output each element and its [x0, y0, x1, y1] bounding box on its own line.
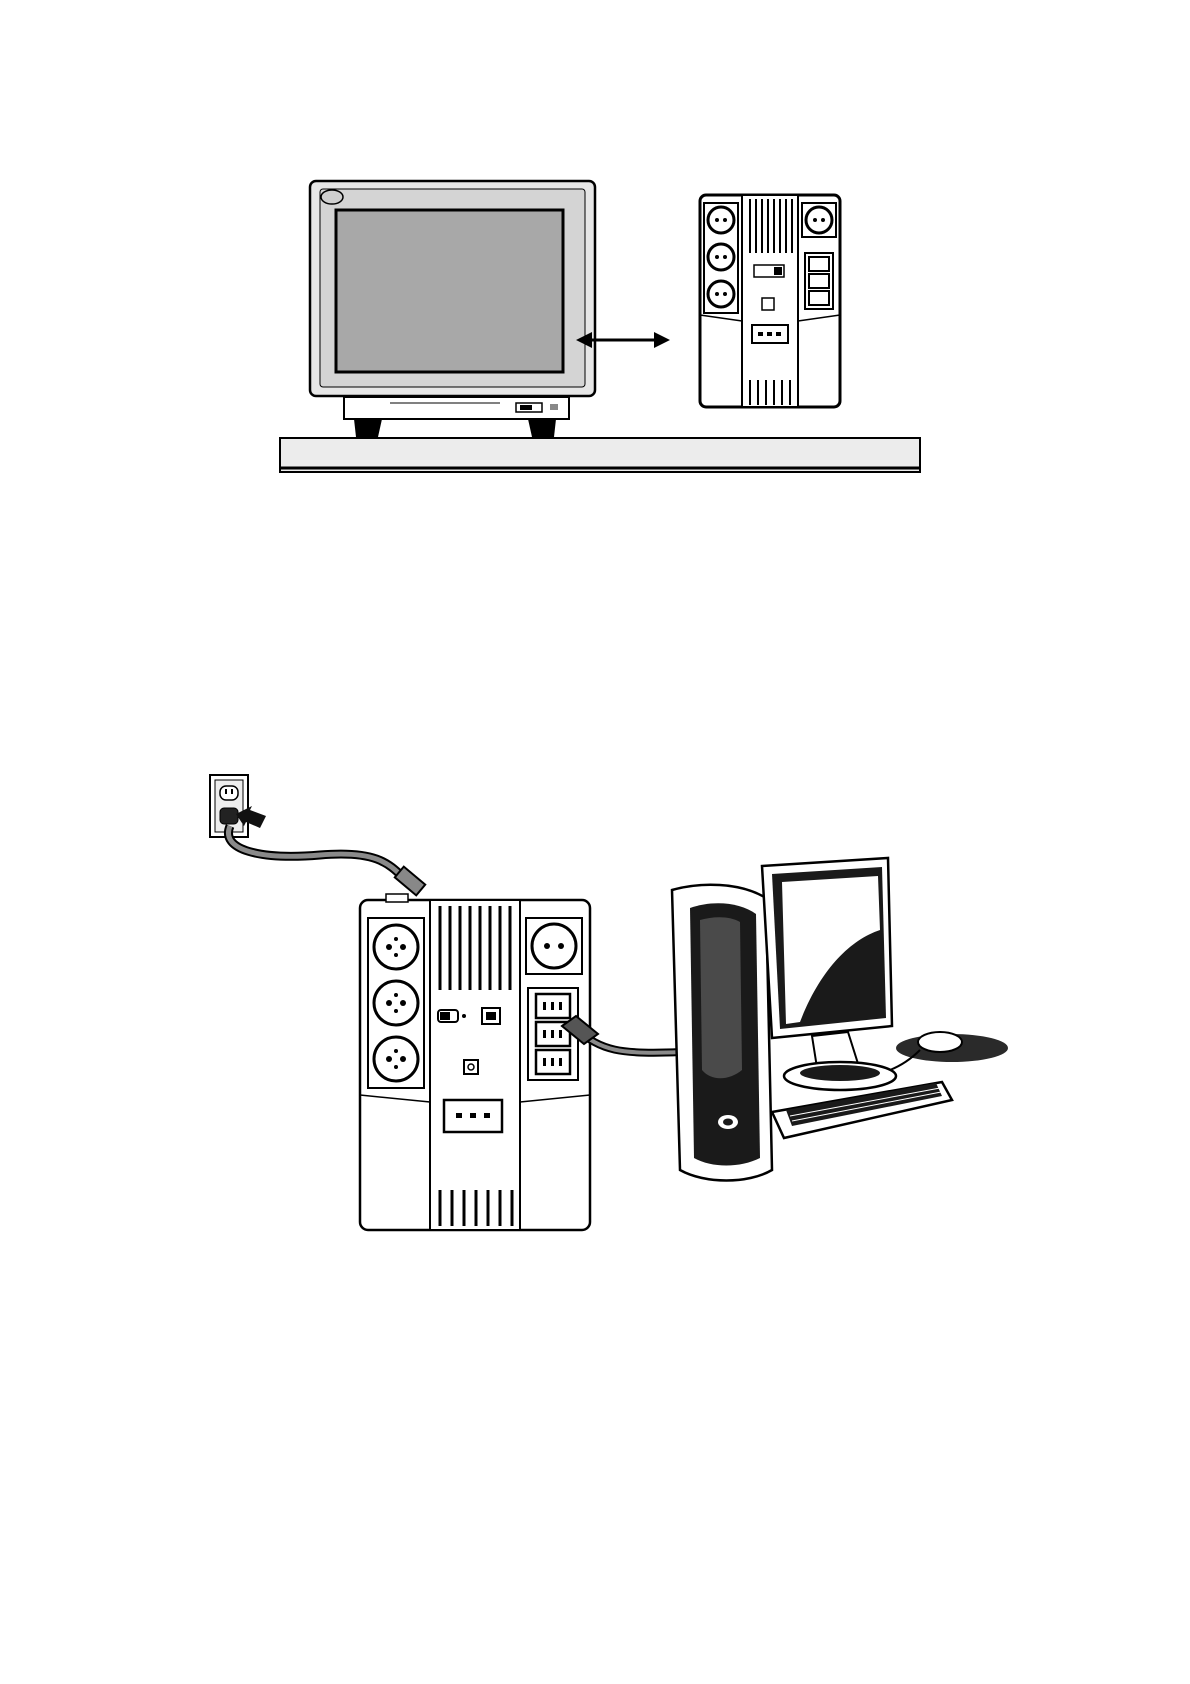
connection-diagram — [200, 770, 1070, 1250]
desktop-pc-icon — [672, 858, 1008, 1181]
ups-icon — [360, 894, 590, 1230]
distance-arrow-icon — [576, 332, 670, 348]
ups-front-icon — [700, 195, 840, 407]
wall-outlet-icon — [210, 775, 266, 837]
cord-plug-icon — [395, 867, 425, 896]
shelf — [280, 438, 920, 472]
placement-diagram — [270, 175, 930, 480]
crt-monitor-icon — [310, 181, 595, 437]
